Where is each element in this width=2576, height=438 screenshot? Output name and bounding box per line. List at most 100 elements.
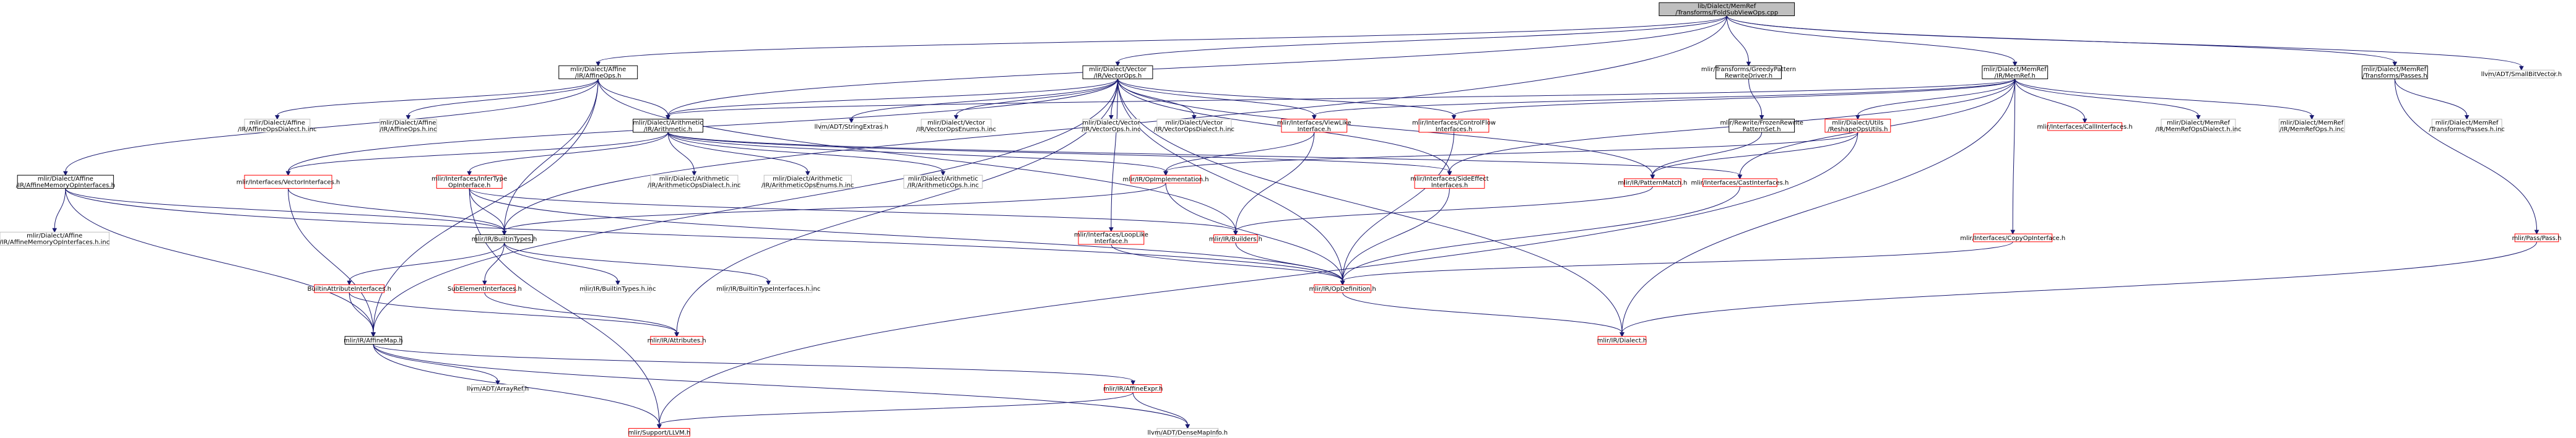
- file-node-arithenums[interactable]: mlir/Dialect/Arithmetic/IR/ArithmeticOps…: [761, 174, 854, 189]
- file-node-affineexpr[interactable]: mlir/IR/AffineExpr.h: [1103, 384, 1163, 393]
- file-node-arithmetic[interactable]: mlir/Dialect/Arithmetic/IR/Arithmetic.h: [633, 119, 703, 133]
- file-node-builtintypes[interactable]: mlir/IR/BuiltinTypes.h: [472, 234, 537, 243]
- file-node-box: [724, 284, 813, 293]
- file-node-affineopsinc[interactable]: mlir/Dialect/Affine/IR/AffineOps.h.inc: [379, 119, 437, 133]
- file-node-root[interactable]: lib/Dialect/MemRef/Transforms/FoldSubVie…: [1659, 2, 1795, 17]
- include-edge: [2394, 79, 2470, 120]
- file-node-box: [1314, 284, 1371, 293]
- file-node-box: [1414, 174, 1485, 189]
- file-node-memref[interactable]: mlir/Dialect/MemRef/IR/MemRef.h: [1982, 65, 2049, 80]
- file-node-memrefopsinc[interactable]: mlir/Dialect/MemRef/IR/MemRefOps.h.inc: [2278, 119, 2345, 133]
- include-edge: [1340, 186, 1740, 286]
- file-node-greedy[interactable]: mlir/Transforms/GreedyPatternRewriteDriv…: [1701, 65, 1796, 80]
- include-edge: [1340, 241, 2013, 286]
- include-edge: [349, 292, 679, 337]
- include-edge: [667, 132, 946, 176]
- file-node-box: [1078, 231, 1145, 245]
- file-node-affineops[interactable]: mlir/Dialect/Affine/IR/AffineOps.h: [558, 65, 638, 80]
- file-node-affinememoryinc[interactable]: mlir/Dialect/Affine/IR/AffineMemoryOpInt…: [0, 231, 110, 246]
- file-node-box: [453, 284, 516, 293]
- include-edge: [597, 79, 1238, 236]
- file-node-label: mlir/Dialect/Arithmetic: [659, 176, 729, 182]
- file-node-pass[interactable]: mlir/Pass/Pass.h: [2512, 233, 2562, 243]
- include-edge: [667, 132, 1743, 179]
- file-node-label: Interfaces.h: [1436, 126, 1473, 133]
- file-node-box: [471, 384, 524, 393]
- file-node-copyop[interactable]: mlir/Interfaces/CopyOpInterface.h: [1960, 233, 2065, 243]
- file-node-label: mlir/Dialect/Affine: [249, 119, 305, 126]
- file-node-box: [244, 174, 332, 189]
- file-node-arithops[interactable]: mlir/Dialect/Arithmetic/IR/ArithmeticOps…: [903, 174, 983, 189]
- file-node-opdefinition[interactable]: mlir/IR/OpDefinition.h: [1309, 284, 1376, 293]
- file-node-dialect[interactable]: mlir/IR/Dialect.h: [1597, 336, 1647, 345]
- file-node-vectoropsenums[interactable]: mlir/Dialect/Vector/IR/VectorOpsEnums.h.…: [916, 119, 996, 133]
- include-edge: [1620, 79, 2016, 337]
- file-node-box: [314, 284, 385, 293]
- file-node-box: [628, 427, 690, 437]
- file-node-label: /IR/AffineOpsDialect.h.inc: [238, 126, 316, 133]
- file-node-subelement[interactable]: SubElementInterfaces.h: [448, 284, 522, 293]
- file-node-castinterfaces[interactable]: mlir/Interfaces/CastInterfaces.h: [1691, 178, 1789, 187]
- file-node-box: [2278, 119, 2345, 133]
- file-node-llvmh[interactable]: mlir/Support/LLVM.h: [628, 427, 691, 437]
- include-edge: [1650, 132, 1763, 179]
- file-node-label: Interface.h: [1298, 126, 1331, 133]
- include-edge: [666, 15, 1727, 120]
- file-node-densemapinfo[interactable]: llvm/ADT/DenseMapInfo.h: [1148, 427, 1228, 437]
- file-node-arithdialect[interactable]: mlir/Dialect/Arithmetic/IR/ArithmeticOps…: [648, 174, 741, 189]
- file-node-label: mlir/Dialect/Arithmetic: [773, 176, 843, 182]
- file-node-label: OpInterface.h: [448, 182, 491, 189]
- file-node-callinterfaces[interactable]: mlir/Interfaces/CallInterfaces.h: [2037, 122, 2133, 131]
- file-node-label: /IR/AffineOps.h.inc: [379, 126, 436, 133]
- file-node-passesinc[interactable]: mlir/Dialect/MemRef/Transforms/Passes.h.…: [2429, 119, 2505, 133]
- file-node-box: [379, 119, 437, 133]
- file-node-builtintypesinc[interactable]: mlir/IR/BuiltinTypes.h.inc: [579, 284, 656, 293]
- file-node-memrefopsdialect[interactable]: mlir/Dialect/MemRef/IR/MemRefOpsDialect.…: [2155, 119, 2241, 133]
- file-node-label: /Transforms/Passes.h.inc: [2429, 126, 2505, 133]
- include-edge: [371, 79, 599, 337]
- include-edge: [65, 188, 1345, 286]
- file-node-label: /IR/MemRefOpsDialect.h.inc: [2155, 126, 2241, 133]
- file-node-builtintypeintinc[interactable]: mlir/IR/BuiltinTypeInterfaces.h.inc: [716, 284, 820, 293]
- file-node-affinemap[interactable]: mlir/IR/AffineMap.h: [344, 336, 403, 345]
- file-node-smallbitvector[interactable]: llvm/ADT/SmallBitVector.h: [2481, 69, 2562, 79]
- file-node-vectorinterfaces[interactable]: mlir/Interfaces/VectorInterfaces.h: [236, 174, 340, 189]
- file-node-box: [763, 174, 852, 189]
- file-node-vectoropsinc[interactable]: mlir/Dialect/Vector/IR/VectorOps.h.inc: [1082, 119, 1140, 133]
- include-edge: [1312, 79, 2016, 120]
- file-node-box: [650, 174, 739, 189]
- file-node-label: /IR/ArithmeticOps.h.inc: [908, 182, 979, 189]
- file-node-arrayref[interactable]: llvm/ADT/ArrayRef.h: [467, 384, 529, 393]
- file-node-label: mlir/Interfaces/CopyOpInterface.h: [1960, 235, 2065, 242]
- file-node-label: mlir/Interfaces/CastInterfaces.h: [1691, 180, 1789, 187]
- file-node-label: RewriteDriver.h: [1725, 73, 1772, 80]
- file-node-builtinattrint[interactable]: BuiltinAttributeInterfaces.h: [307, 284, 391, 293]
- file-node-vectoropsdialect[interactable]: mlir/Dialect/Vector/IR/VectorOpsDialect.…: [1154, 119, 1234, 133]
- include-edge: [657, 392, 1134, 429]
- file-node-opimpl[interactable]: mlir/IR/OpImplementation.h: [1122, 174, 1209, 184]
- file-node-affinememory[interactable]: mlir/Dialect/Affine/IR/AffineMemoryOpInt…: [16, 174, 115, 189]
- file-node-label: /IR/VectorOpsEnums.h.inc: [916, 126, 996, 133]
- include-edge: [287, 188, 507, 236]
- file-node-stringextras[interactable]: llvm/ADT/StringExtras.h: [814, 122, 888, 131]
- file-node-passes[interactable]: mlir/Dialect/MemRef/Transforms/Passes.h: [2361, 65, 2428, 80]
- include-edge: [849, 79, 1118, 124]
- include-edge: [63, 79, 599, 176]
- file-node-reshape[interactable]: mlir/Dialect/Utils/ReshapeOpsUtils.h: [1824, 119, 1891, 133]
- file-node-builders[interactable]: mlir/IR/Builders.h: [1209, 234, 1262, 243]
- include-edge: [1165, 182, 1345, 286]
- file-node-label: /IR/VectorOpsDialect.h.inc: [1154, 126, 1234, 133]
- file-node-vectorops[interactable]: mlir/Dialect/Vector/IR/VectorOps.h: [1082, 65, 1153, 80]
- file-node-affineopsdialect[interactable]: mlir/Dialect/Affine/IR/AffineOpsDialect.…: [238, 119, 317, 133]
- include-edge: [1233, 132, 1315, 236]
- include-edge: [666, 79, 1118, 120]
- file-node-attributes[interactable]: mlir/IR/Attributes.h: [648, 336, 706, 345]
- file-node-patternmatch[interactable]: mlir/IR/PatternMatch.h: [1618, 178, 1687, 187]
